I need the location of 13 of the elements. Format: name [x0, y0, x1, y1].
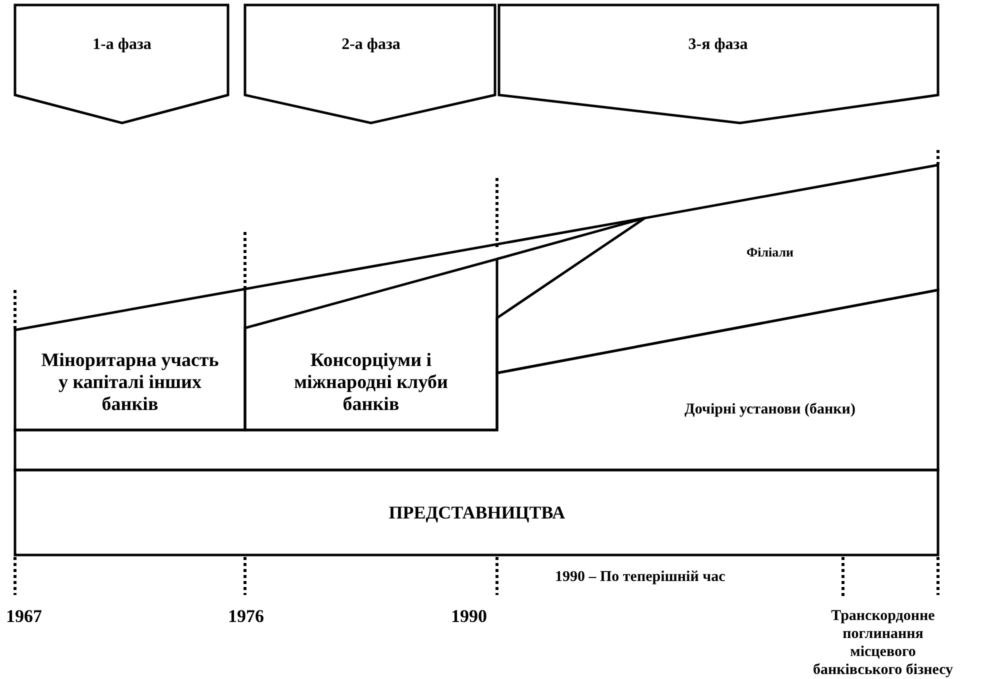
- year-label: 1976: [228, 606, 265, 628]
- phase-label: 1-а фаза: [92, 36, 152, 54]
- band-label: Дочірні установи (банки): [684, 401, 856, 419]
- phase-label: 3-я фаза: [687, 36, 749, 54]
- band-label: ПРЕДСТАВНИЦТВА: [388, 502, 566, 524]
- period-label: 1990 – По теперішній час: [555, 568, 726, 586]
- event-label: Транскордонне поглинання місцевого банківського бізнесу: [812, 607, 954, 679]
- phase-label: 2-а фаза: [340, 36, 402, 54]
- year-label: 1967: [6, 606, 43, 628]
- band-label: Філіали: [745, 246, 795, 260]
- year-label: 1990: [451, 606, 488, 628]
- band-label: Міноритарна участь у капіталі інших банків: [40, 350, 220, 416]
- band-label: Консорціуми і міжнародні клуби банків: [293, 350, 449, 416]
